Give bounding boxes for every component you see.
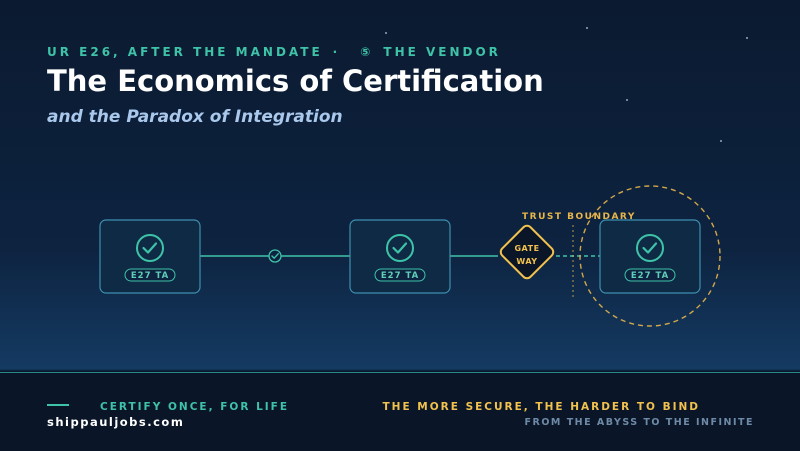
connector-check-icon bbox=[271, 253, 279, 259]
gateway-diamond: GATE WAY bbox=[499, 224, 555, 280]
kicker-series: UR E26, AFTER THE MANDATE bbox=[47, 45, 323, 59]
node-2: E27 TA bbox=[349, 219, 451, 294]
check-circle-icon bbox=[136, 234, 164, 262]
check-circle-icon bbox=[636, 234, 664, 262]
footer-motto: CERTIFY ONCE, FOR LIFE bbox=[100, 401, 290, 413]
node-1: E27 TA bbox=[99, 219, 201, 294]
trust-boundary-circle bbox=[579, 185, 721, 327]
check-circle-icon bbox=[386, 234, 414, 262]
gateway-label-line1: GATE bbox=[514, 244, 539, 253]
footer-tagline-secondary: FROM THE ABYSS TO THE INFINITE bbox=[524, 417, 754, 428]
check-mark-icon bbox=[642, 242, 658, 254]
kicker: UR E26, AFTER THE MANDATE · ⑤ THE VENDOR bbox=[47, 45, 501, 59]
node-2-label: E27 TA bbox=[381, 271, 419, 281]
page-title: The Economics of Certification bbox=[47, 64, 544, 98]
footer-accent-line bbox=[47, 404, 69, 406]
node-3: E27 TA bbox=[599, 219, 701, 294]
footer-site-link[interactable]: shippauljobs.com bbox=[47, 415, 185, 429]
footer: CERTIFY ONCE, FOR LIFE shippauljobs.com … bbox=[0, 372, 800, 451]
node-3-label: E27 TA bbox=[631, 271, 669, 281]
gateway-label-line2: WAY bbox=[516, 257, 537, 266]
kicker-topic: THE VENDOR bbox=[383, 45, 501, 59]
trust-boundary-label: TRUST BOUNDARY bbox=[522, 212, 636, 222]
footer-tagline: THE MORE SECURE, THE HARDER TO BIND bbox=[382, 401, 700, 413]
certification-diagram: TRUST BOUNDARY E27 TA E27 TA GATE WAY E2… bbox=[99, 185, 721, 327]
kicker-separator: · bbox=[332, 45, 341, 59]
node-1-label: E27 TA bbox=[131, 271, 169, 281]
check-mark-icon bbox=[142, 242, 158, 254]
check-mark-icon bbox=[392, 242, 408, 254]
connector-check-badge bbox=[268, 249, 282, 263]
kicker-number: ⑤ bbox=[360, 45, 374, 59]
page-subtitle: and the Paradox of Integration bbox=[47, 107, 343, 127]
